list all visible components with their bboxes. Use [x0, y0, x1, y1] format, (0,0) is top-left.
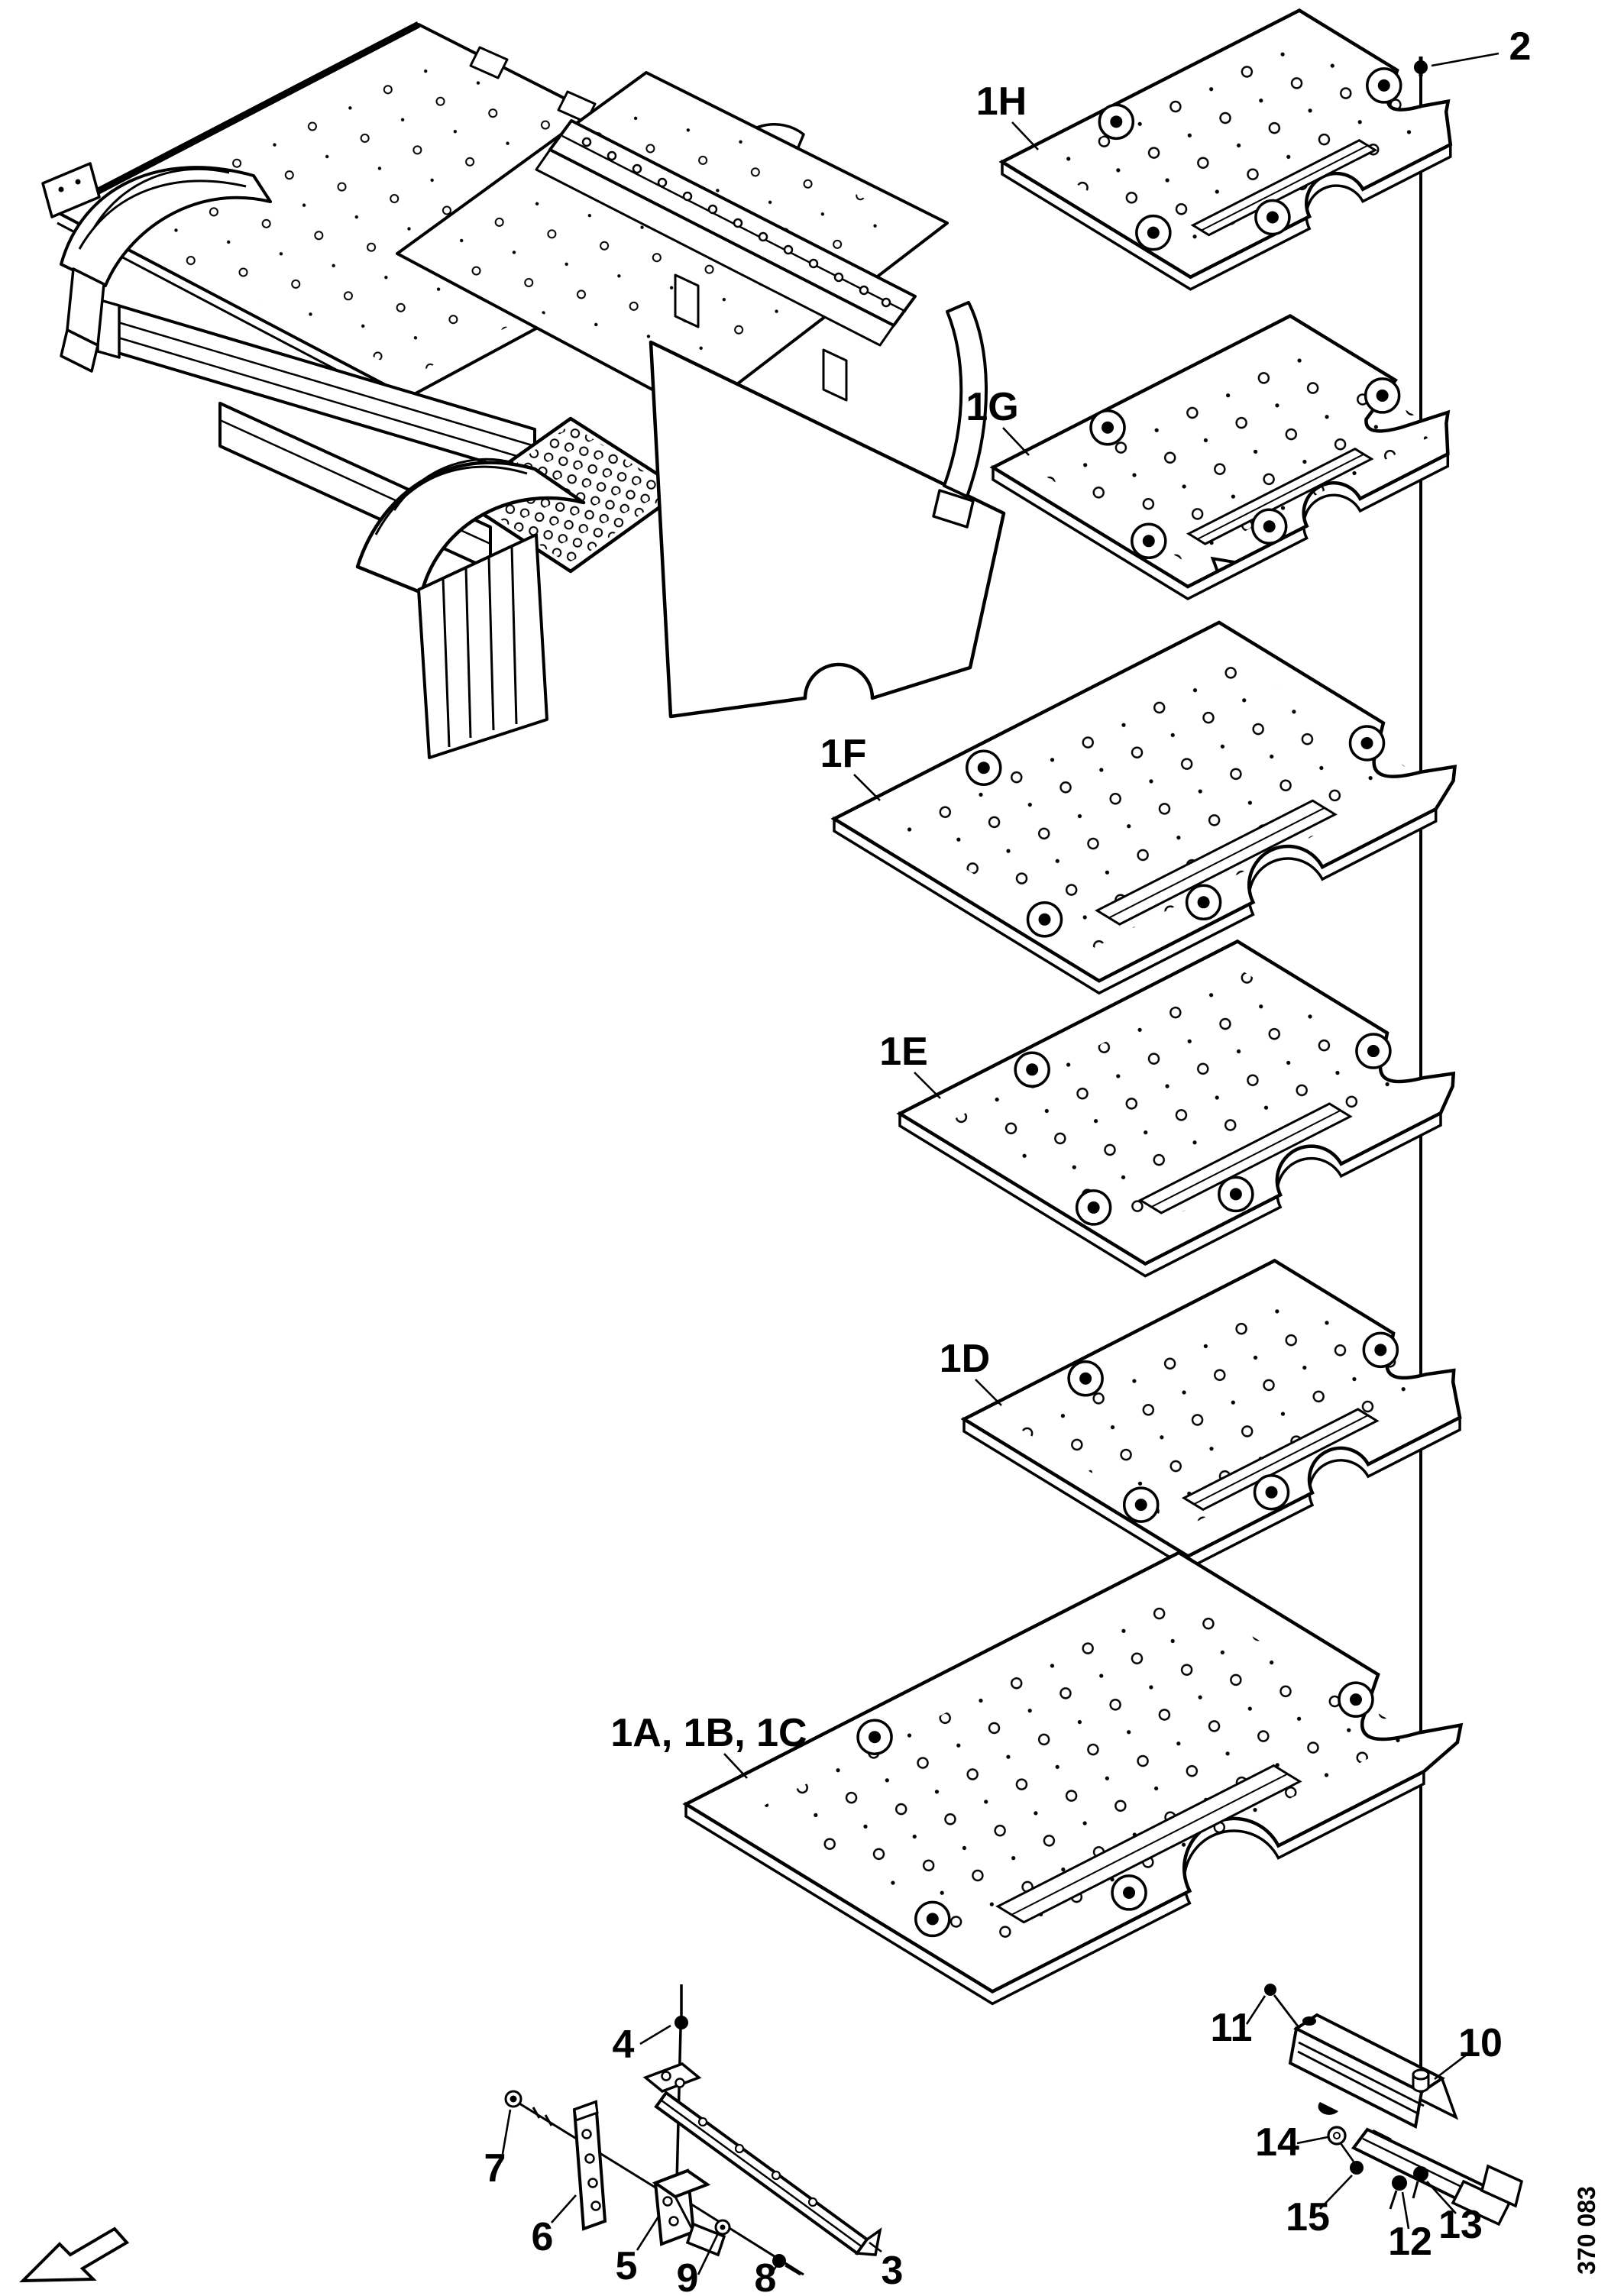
lower-right-hardware — [1264, 1984, 1524, 2226]
screw-8 — [772, 2254, 801, 2276]
callout-1g: 1G — [966, 385, 1018, 429]
top-rail — [535, 119, 917, 402]
bolt-13 — [1412, 2166, 1428, 2199]
crossmember-3 — [642, 2062, 882, 2256]
floor-plates-1a-1b-1c — [682, 1551, 1464, 2006]
callout-4: 4 — [613, 2023, 635, 2067]
callout-1a-1b-1c: 1A, 1B, 1C — [610, 1711, 807, 1755]
floor-plate-1e — [896, 939, 1456, 1278]
floor-plate-1h — [998, 8, 1453, 291]
drawing-number: 370 083 — [1573, 2186, 1600, 2275]
bracket-5 — [652, 2168, 726, 2257]
callout-1e: 1E — [879, 1030, 928, 1074]
callout-9: 9 — [677, 2256, 699, 2296]
edge-clip — [469, 46, 509, 79]
callout-15: 15 — [1286, 2195, 1330, 2239]
callout-8: 8 — [755, 2256, 777, 2296]
callout-10: 10 — [1458, 2021, 1503, 2065]
callout-2: 2 — [1509, 24, 1532, 69]
washer-9 — [714, 2219, 731, 2236]
installed-assembly-drawing — [41, 21, 1006, 759]
callout-1h: 1H — [976, 79, 1027, 124]
callout-1f: 1F — [820, 732, 867, 776]
side-panel — [649, 340, 1006, 719]
floor-plate-1g — [989, 314, 1451, 601]
callout-6: 6 — [532, 2215, 554, 2259]
bolt-7 — [504, 2090, 553, 2126]
callout-5: 5 — [616, 2244, 638, 2288]
left-wheel-arch — [41, 162, 272, 373]
callout-11: 11 — [1211, 2006, 1253, 2050]
direction-arrow-icon — [19, 2226, 130, 2283]
callout-leaders — [501, 52, 1499, 2277]
screw-11 — [1264, 1984, 1300, 2028]
nut-15 — [1350, 2161, 1364, 2175]
bolt-12 — [1389, 2175, 1407, 2210]
callout-13: 13 — [1438, 2203, 1483, 2247]
bolt-10 — [1412, 2068, 1430, 2093]
screw-4 — [675, 2016, 688, 2029]
callout-7: 7 — [484, 2146, 506, 2191]
lower-left-hardware — [504, 1984, 882, 2276]
floor-plate-1d — [960, 1258, 1462, 1570]
washer-14 — [1327, 2126, 1355, 2162]
exploded-floor-plates-layer — [682, 8, 1464, 2006]
callout-1d: 1D — [940, 1337, 990, 1381]
shim-plate-6 — [572, 2100, 607, 2231]
callout-12: 12 — [1388, 2220, 1432, 2264]
corner-support — [932, 301, 988, 529]
center-wheel-arch — [355, 458, 586, 759]
floor-plate-1f — [830, 620, 1457, 995]
callout-14: 14 — [1255, 2120, 1299, 2165]
callout-3: 3 — [882, 2249, 904, 2293]
callout-labels: 2 1H 1G 1F 1E 1D 1A, 1B, 1C 3 4 5 6 7 8 … — [484, 24, 1532, 2296]
